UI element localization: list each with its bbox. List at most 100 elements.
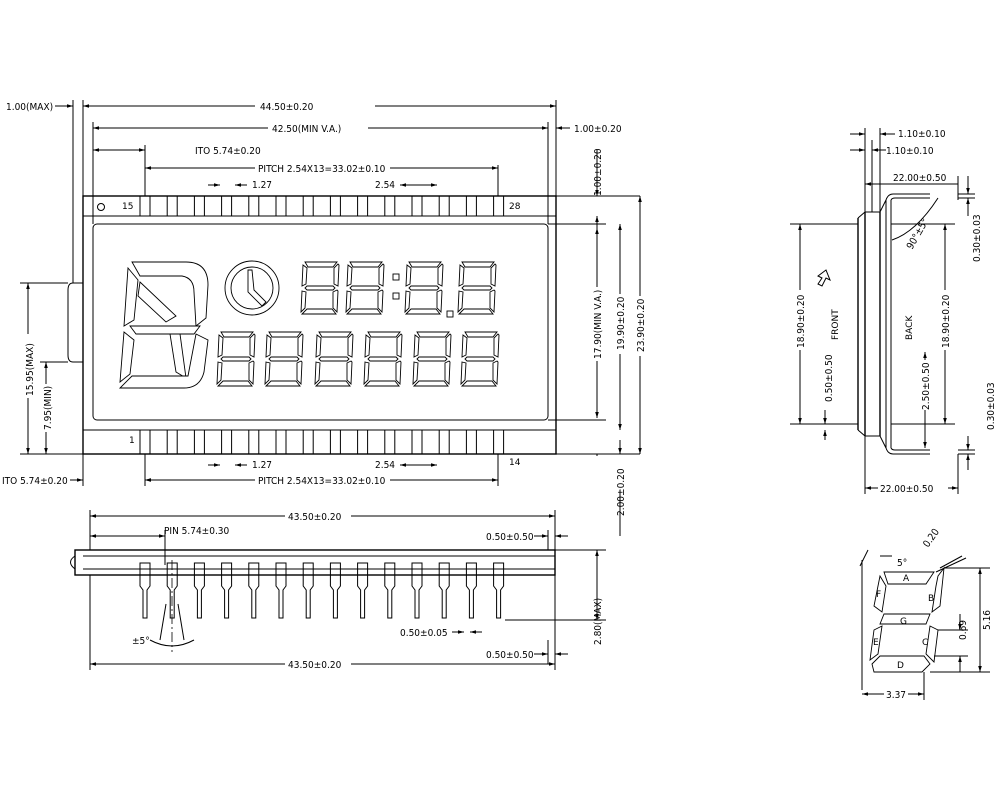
seven-segment-digit — [412, 331, 452, 387]
dim-bottom-gap: 2.00±0.20 — [616, 468, 627, 516]
pin-bottom — [465, 429, 477, 455]
dim-pin-offset: PIN 5.74±0.30 — [164, 526, 230, 537]
pin-top — [193, 195, 205, 217]
colon-bottom — [392, 292, 400, 300]
front-view: 15 28 1 14 44.50±0.20 — [2, 99, 647, 536]
pin-bottom — [248, 429, 260, 455]
dim-left-height-min: 7.95(MIN) — [43, 386, 54, 430]
dim-right-gap: 1.00±0.20 — [574, 124, 622, 135]
segment-d-label: D — [897, 661, 904, 671]
pin-top — [139, 195, 151, 217]
edge-pin — [166, 562, 178, 619]
pin-top — [493, 195, 505, 217]
decimal-point — [446, 310, 454, 318]
segment-detail: A B C D E F G 5° 0.20 5.16 0.69 3.37 — [859, 527, 993, 701]
seven-segment-digit — [216, 331, 256, 387]
edge-pin — [465, 562, 477, 619]
seven-segment-digit — [457, 261, 497, 315]
pins-bottom — [139, 429, 505, 455]
pin-top — [465, 195, 477, 217]
edge-pin — [329, 562, 341, 619]
dim-total-width: 44.50±0.20 — [260, 102, 314, 113]
dim-side-t2: 1.10±0.10 — [886, 146, 934, 157]
dim-width-max: 1.00(MAX) — [6, 102, 53, 113]
dim-pitch-top: PITCH 2.54X13=33.02±0.10 — [258, 164, 386, 175]
dim-va-width: 42.50(MIN V.A.) — [272, 124, 341, 135]
pin-bottom — [166, 429, 178, 455]
pin-top — [384, 195, 396, 217]
dim-side-t1: 1.10±0.10 — [898, 129, 946, 140]
pin-bottom — [438, 429, 450, 455]
pin-top — [248, 195, 260, 217]
pin-bottom — [493, 429, 505, 455]
seven-segment-digit — [345, 261, 385, 315]
dim-edge-right-bottom: 0.50±0.50 — [486, 650, 534, 661]
dim-segment-width: 3.37 — [886, 690, 906, 701]
dim-side-angle: 90°±5° — [905, 217, 931, 252]
dim-height-2390: 23.90±0.20 — [636, 298, 647, 352]
edge-view: ±5° 43.50±0.20 PIN 5.74±0.30 0.50±0.50 2… — [70, 509, 606, 671]
edge-pin — [193, 562, 205, 619]
dim-pin-pitch-top: 2.54 — [375, 180, 395, 191]
edge-pin — [357, 562, 369, 619]
edge-pin — [493, 562, 505, 619]
segment-a-label: A — [903, 574, 910, 584]
dim-segment-height: 5.16 — [982, 610, 993, 630]
pin-top — [275, 195, 287, 217]
dim-va-height: 17.90(MIN V.A.) — [593, 290, 604, 359]
edge-pin — [221, 562, 233, 619]
clock-symbol — [224, 260, 280, 316]
dim-left-height-max: 15.95(MAX) — [25, 343, 36, 396]
left-tab — [67, 282, 83, 363]
dim-ito-bottom: ITO 5.74±0.20 — [2, 476, 68, 487]
pin-top — [221, 195, 233, 217]
front-arrow-icon — [817, 269, 831, 287]
dim-pin-width-bottom: 1.27 — [252, 460, 272, 471]
dim-pitch-bottom: PITCH 2.54X13=33.02±0.10 — [258, 476, 386, 487]
pin-top — [411, 195, 423, 217]
pin-bottom — [384, 429, 396, 455]
dim-height-1990: 19.90±0.20 — [616, 296, 627, 350]
dim-side-gap-left: 0.50±0.50 — [824, 354, 835, 402]
dim-edge-right-top: 0.50±0.50 — [486, 532, 534, 543]
pin-bottom — [139, 429, 151, 455]
edge-pin — [139, 562, 151, 619]
dim-side-width-bottom: 22.00±0.50 — [880, 484, 934, 495]
glass-outline — [82, 195, 557, 455]
edge-pins — [139, 562, 505, 619]
seven-segment-digit — [363, 331, 403, 387]
dim-side-thick-bottom: 0.30±0.03 — [986, 382, 997, 430]
segment-b-label: B — [928, 594, 934, 604]
dim-edge-width-bottom: 43.50±0.20 — [288, 660, 342, 671]
seven-segment-digit — [264, 331, 304, 387]
segment-f-label: F — [876, 590, 881, 600]
dim-side-height-right: 18.90±0.20 — [941, 294, 952, 348]
pin-top — [166, 195, 178, 217]
front-label: FRONT — [831, 309, 841, 340]
edge-pin — [302, 562, 314, 619]
seven-segment-digit — [460, 331, 500, 387]
seven-segment-digit — [314, 331, 354, 387]
pin-bottom — [275, 429, 287, 455]
pin-15-label: 15 — [122, 202, 133, 212]
pin-bottom — [357, 429, 369, 455]
seven-segment-digit — [404, 261, 444, 315]
dim-side-gap-right: 2.50±0.50 — [921, 362, 932, 410]
pin-top — [357, 195, 369, 217]
edge-glass — [74, 549, 556, 576]
pin-top — [302, 195, 314, 217]
dim-side-height-left: 18.90±0.20 — [796, 294, 807, 348]
hole-mark — [97, 203, 105, 211]
seven-segment-digits — [216, 261, 500, 387]
edge-pin — [411, 562, 423, 619]
edge-pin — [384, 562, 396, 619]
pin-bottom — [329, 429, 341, 455]
pin-top — [438, 195, 450, 217]
segment-c-label: C — [922, 638, 928, 648]
dim-edge-width-top: 43.50±0.20 — [288, 512, 342, 523]
dim-top-gap: 1.00±0.20 — [593, 148, 604, 196]
seven-segment-digit — [300, 261, 340, 315]
dim-edge-height-max: 2.80(MAX) — [593, 598, 604, 645]
pin-top — [329, 195, 341, 217]
dim-side-width-top: 22.00±0.50 — [893, 173, 947, 184]
